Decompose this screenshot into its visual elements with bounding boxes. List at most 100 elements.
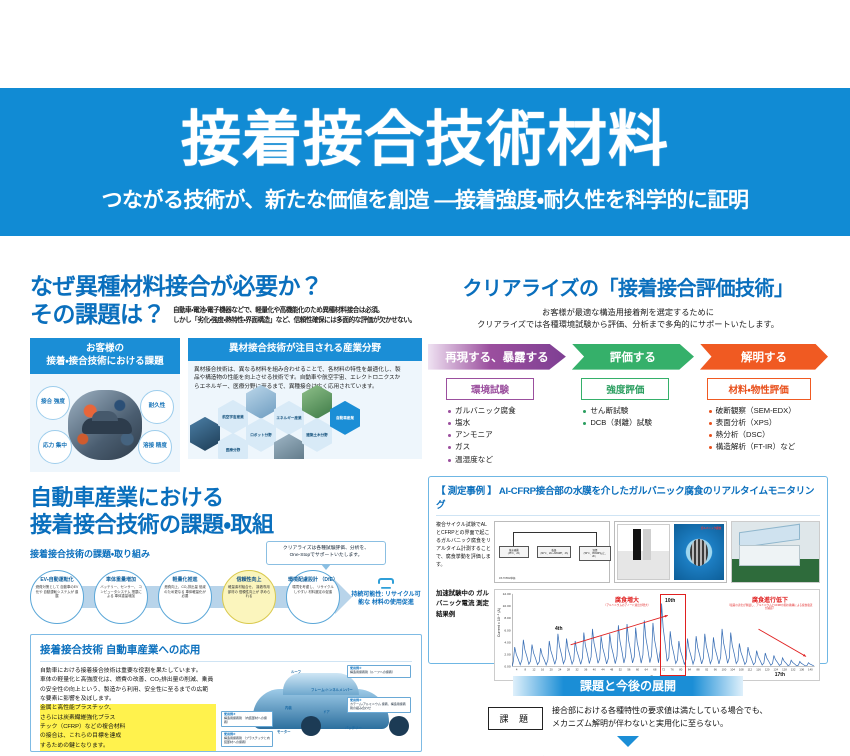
cycle-loop-line bbox=[512, 532, 597, 534]
app-text-p1: 自動車における接着接合技術は重要な役割を果たしています。 bbox=[40, 667, 202, 674]
svg-text:112: 112 bbox=[748, 668, 753, 672]
coupon-cfrp-strip bbox=[632, 529, 642, 560]
cycle-step-salt-spray-title: 塩水噴霧 bbox=[509, 549, 519, 553]
closing-banner-bg bbox=[513, 676, 743, 697]
arrow-evaluate-label: 評価する bbox=[609, 351, 656, 364]
svg-text:0.00: 0.00 bbox=[504, 665, 511, 669]
car-tag-4-title: 使用例④ bbox=[224, 732, 236, 737]
chart-annotation-increase: 腐食増大 （アルミニウムのアノード溶出が増大） bbox=[589, 595, 665, 607]
svg-text:4: 4 bbox=[516, 668, 518, 672]
measurement-head-title: AI-CFRP接合部の水膜を介したガルバニック腐食のリアルタイムモニタリング bbox=[436, 486, 815, 512]
flow-node-weight-desc: バッテリー、センサー、 コンピュータシステム 搭載による 車体重量増加 bbox=[100, 585, 142, 599]
svg-text:40: 40 bbox=[593, 668, 597, 672]
automotive-application-header: 接着接合技術 自動車産業への応用 bbox=[40, 642, 412, 662]
car-tag-2: 使用例② カテーム・アルミニウム 接着、構造用接着剤の組み合わせ bbox=[347, 696, 411, 714]
svg-text:52: 52 bbox=[619, 668, 623, 672]
test-cycle-flow-panel: 塩水噴霧 （35℃、2h） 乾燥 （60℃、20～30%RH、4h） 湿潤 （5… bbox=[493, 521, 611, 584]
svg-text:72: 72 bbox=[662, 668, 666, 672]
app-text-p6: さらには炭素繊維強化プラス bbox=[40, 713, 216, 724]
hex-label-energy: エネルギー産業 bbox=[274, 400, 304, 435]
list-item: ガルバニック腐食 bbox=[448, 405, 557, 417]
closing-banner-label: 課題と今後の展開 bbox=[579, 679, 676, 694]
page-subtitle: つながる技術が、新たな価値を創造 ―接着強度・耐久性を科学的に証明 bbox=[101, 189, 749, 212]
automotive-title-line1: 自動車産業における bbox=[30, 484, 224, 510]
car-tag-4: 使用例④ 構造用接着剤 （プラスチックと内装部材への接着） bbox=[221, 730, 273, 748]
svg-text:96: 96 bbox=[714, 668, 718, 672]
arrow-clarify: 解明する bbox=[699, 343, 828, 370]
flow-node-reliability-title: 信頼性向上 bbox=[236, 576, 262, 583]
cycle-step-salt-spray-sub: （35℃、2h） bbox=[506, 552, 522, 556]
flow-node-lightweight: 軽量化推進 燃費向上、CO₂排出量 低減のため更なる 車体軽量化が必要 bbox=[158, 569, 212, 624]
card-strength-evaluation: 強度評価 せん断試験 DCB（剥離）試験 bbox=[563, 377, 692, 466]
specimen-photo-panel: ガルバニック腐食 bbox=[613, 521, 728, 584]
flow-node-reliability-desc: 軽量素材組合せ、 接着専用部材の 信頼性向上が 求められる bbox=[227, 585, 271, 599]
svg-text:32: 32 bbox=[576, 668, 580, 672]
industry-hex-cluster: 医療分野 航空宇宙産業 ロボット分野 エネルギー産業 建築土木分野 自動車産業 bbox=[188, 384, 422, 459]
flow-node-dfe-desc: 環境を考慮し、 リサイクルしやすい 材料選定の促進 bbox=[292, 585, 334, 594]
test-chamber-photo bbox=[731, 521, 820, 584]
svg-text:88: 88 bbox=[696, 668, 700, 672]
svg-text:2.00: 2.00 bbox=[504, 653, 511, 657]
svg-text:92: 92 bbox=[705, 668, 709, 672]
list-item: 破断観察（SEM-EDX） bbox=[708, 405, 828, 417]
svg-text:140: 140 bbox=[808, 668, 813, 672]
cycle-step-dry-title: 乾燥 bbox=[551, 549, 557, 553]
svg-text:76: 76 bbox=[671, 668, 675, 672]
app-text-p3: の安全性の向上という、製造から利用、安全性に至るまでの広範 bbox=[40, 686, 209, 693]
svg-text:20: 20 bbox=[550, 668, 554, 672]
arrow-evaluate: 評価する bbox=[571, 343, 694, 370]
svg-text:132: 132 bbox=[791, 668, 796, 672]
card-strength-evaluation-list: せん断試験 DCB（剥離）試験 bbox=[563, 405, 692, 430]
chamber-body-icon bbox=[739, 544, 800, 567]
list-item: 表面分析（XPS） bbox=[708, 417, 828, 429]
right-column: クリアライズの「接着接合評価技術」 お客様が最適な構造用接着剤を選定するために … bbox=[428, 272, 828, 756]
customer-challenge-header-line2: 接着・接合技術における課題 bbox=[46, 355, 164, 367]
arrow-clarify-label: 解明する bbox=[740, 351, 787, 364]
svg-text:8.00: 8.00 bbox=[504, 616, 511, 620]
cycle-step-dry: 乾燥 （60℃、20～30%RH、4h） bbox=[536, 546, 571, 559]
poster-header: 接着接合技術材料 つながる技術が、新たな価値を創造 ―接着強度・耐久性を科学的に… bbox=[0, 88, 850, 236]
industry-text-b: 品や構造物の性能を向上させる技術です。自動車や航空宇宙、エレクトロニクスか bbox=[194, 375, 401, 382]
coupon-al-strip bbox=[643, 529, 652, 560]
flow-node-ev-title: EV・自動運転化 bbox=[40, 576, 74, 583]
car-tag-4-body: 構造用接着剤 （プラスチックと内装部材への接着） bbox=[224, 736, 270, 744]
car-tag-1-title: 使用例① bbox=[350, 666, 362, 671]
list-item: 温湿度など bbox=[448, 454, 557, 466]
annotation-increase-title: 腐食増大 bbox=[614, 598, 639, 605]
svg-text:124: 124 bbox=[773, 668, 778, 672]
issue-tag: 課 題 bbox=[488, 706, 543, 730]
industry-text-c: らエネルギー、医療分野に至るまで、異種接合は広く応用されています。 bbox=[194, 383, 378, 390]
measurement-example-header: 【 測定事例 】 AI-CFRP接合部の水膜を介したガルバニック腐食のリアルタイ… bbox=[436, 483, 820, 517]
car-silhouette-icon bbox=[82, 410, 132, 434]
app-text-p9: するための鍵となります。 bbox=[40, 741, 216, 751]
app-text-p8: の接合は、これらの目標を達成 bbox=[40, 732, 216, 742]
hex-label-medical: 医療分野 bbox=[218, 432, 248, 459]
challenge-bubble-durability: 耐久性 bbox=[140, 389, 174, 424]
car-pin-door: ドア bbox=[323, 709, 330, 714]
measurement-description: 複合サイクル試験でALとCFRPとの界面で起こるガルバニック腐食をリアルタイム計… bbox=[436, 522, 492, 569]
car-wheel-front-icon bbox=[301, 715, 321, 736]
flow-node-ev: EV・自動運転化 燃費対策として 自動車のEV化や 自動運転システムが 進展 bbox=[30, 569, 84, 624]
corrosion-zone-icon bbox=[689, 538, 709, 566]
cycle-standard-note: JIS H 8502準拠 bbox=[498, 577, 516, 581]
cycle-step-wet-sub: （50℃、95%RH以上、2h） bbox=[582, 552, 608, 559]
svg-text:64: 64 bbox=[645, 668, 649, 672]
svg-text:128: 128 bbox=[782, 668, 787, 672]
right-lead: お客様が最適な構造用接着剤を選定するために クリアライズでは各種環境試験から評価… bbox=[428, 307, 828, 332]
flow-node-lightweight-title: 軽量化推進 bbox=[172, 576, 198, 583]
evaluation-card-row: 環境試験 ガルバニック腐食 塩水 アンモニア ガス 温湿度など 強度評価 せん断… bbox=[428, 377, 828, 466]
svg-text:80: 80 bbox=[679, 668, 683, 672]
car-diagram: ルーフ フレーム・トンネルメンバー 内装 ドア モーター バッテリー 使用例① … bbox=[219, 663, 415, 748]
cycle-loop-right bbox=[595, 532, 597, 547]
annotation-decrease-title: 腐食進行低下 bbox=[751, 598, 788, 605]
svg-text:48: 48 bbox=[610, 668, 614, 672]
svg-text:108: 108 bbox=[739, 668, 744, 672]
svg-text:16: 16 bbox=[541, 668, 545, 672]
card-environmental-test-header: 環境試験 bbox=[446, 377, 534, 400]
flow-outcome: 持続可能性: リサイクル可能な 材料の使用促進 bbox=[350, 577, 422, 608]
left-lead-line2: しかし「劣化・強度・熱特性・界面構造」など、信頼性確保には多面的な評価が欠かせな… bbox=[173, 316, 416, 324]
svg-text:44: 44 bbox=[601, 668, 605, 672]
hex-label-construction: 建築土木分野 bbox=[302, 417, 332, 452]
closing-statement: クリアライズが将来の担い手となれるよう活動中 bbox=[428, 751, 828, 756]
